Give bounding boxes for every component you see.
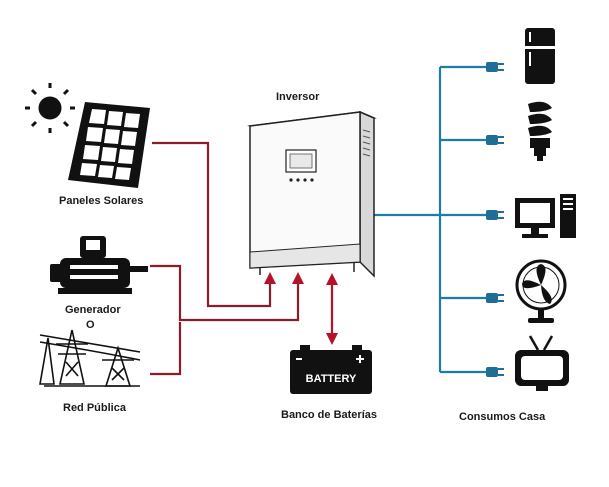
battery-bank-label: Banco de Baterías [281, 409, 377, 421]
sun-icon [25, 83, 75, 133]
solar-panel-icon [68, 102, 150, 188]
battery-icon: BATTERY [290, 345, 372, 394]
light-bulb-icon [528, 101, 552, 161]
or-label: O [86, 319, 95, 331]
solar-panels-label: Paneles Solares [59, 195, 143, 207]
power-grid-icon [39, 329, 141, 387]
grid-label: Red Pública [63, 402, 127, 414]
computer-icon [515, 194, 576, 238]
input-wiring [150, 141, 300, 376]
output-wiring [372, 65, 488, 374]
input-arrowheads [264, 272, 304, 284]
fan-icon [515, 259, 567, 323]
inverter-icon [247, 110, 377, 278]
plug-icons [486, 62, 504, 377]
tv-icon [515, 335, 569, 391]
generator-icon [50, 236, 148, 294]
battery-text: BATTERY [306, 373, 357, 385]
refrigerator-icon [522, 28, 558, 84]
labels: Inversor Paneles Solares Generador O Red… [59, 91, 546, 423]
generator-label: Generador [65, 304, 121, 316]
inverter-label: Inversor [276, 91, 320, 103]
loads-label: Consumos Casa [459, 411, 546, 423]
battery-link [326, 273, 338, 345]
